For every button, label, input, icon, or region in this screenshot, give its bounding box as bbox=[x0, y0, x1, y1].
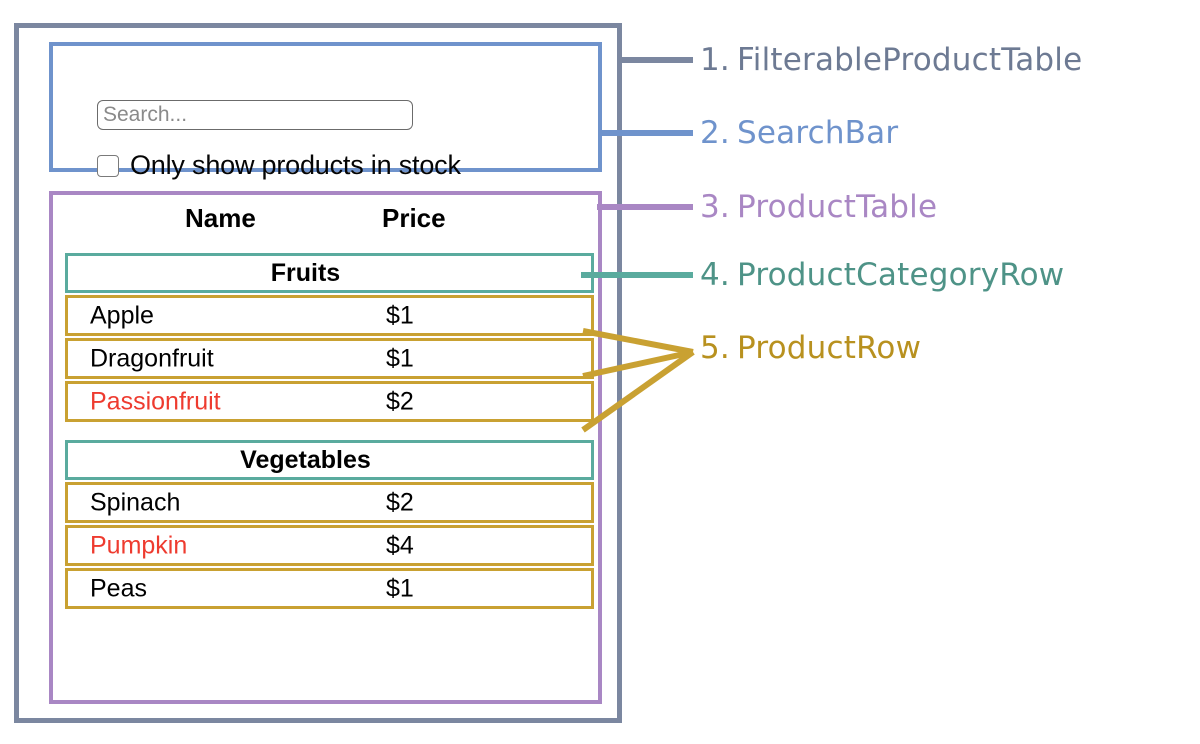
annotation-4: 4.ProductCategoryRow bbox=[700, 257, 1064, 293]
product-row-name: Pumpkin bbox=[90, 531, 188, 559]
annotation-5-number: 5. bbox=[700, 330, 730, 366]
annotation-2-label: SearchBar bbox=[736, 115, 899, 151]
product-row-name: Apple bbox=[90, 301, 154, 329]
product-row-name: Peas bbox=[90, 574, 147, 602]
product-row: Peas $1 bbox=[65, 568, 594, 609]
annotation-1-label: FilterableProductTable bbox=[736, 42, 1083, 78]
annotation-1: 1.FilterableProductTable bbox=[700, 42, 1082, 78]
annotation-5-label: ProductRow bbox=[736, 330, 922, 366]
annotation-5: 5.ProductRow bbox=[700, 330, 921, 366]
product-row-name: Passionfruit bbox=[90, 387, 221, 415]
product-row: Dragonfruit $1 bbox=[65, 338, 594, 379]
annotation-3-label: ProductTable bbox=[736, 189, 938, 225]
annotation-4-label: ProductCategoryRow bbox=[736, 257, 1065, 293]
product-category-row-label: Vegetables bbox=[240, 445, 371, 474]
product-row-name: Dragonfruit bbox=[90, 344, 214, 372]
product-table-header: Name Price bbox=[53, 203, 598, 243]
product-category-row: Vegetables bbox=[65, 440, 594, 480]
annotation-2: 2.SearchBar bbox=[700, 115, 898, 151]
product-row-price: $1 bbox=[386, 344, 414, 372]
product-row: Apple $1 bbox=[65, 295, 594, 336]
stock-filter-checkbox[interactable] bbox=[97, 154, 119, 177]
product-row-price: $4 bbox=[386, 531, 414, 559]
product-row: Spinach $2 bbox=[65, 482, 594, 523]
annotation-2-number: 2. bbox=[700, 115, 730, 151]
product-row-price: $1 bbox=[386, 301, 414, 329]
annotation-1-number: 1. bbox=[700, 42, 730, 78]
product-row-price: $2 bbox=[386, 488, 414, 516]
search-bar: Only show products in stock bbox=[49, 42, 602, 180]
category-group-vegetables: Vegetables Spinach $2 Pumpkin $4 Peas $1 bbox=[65, 440, 594, 609]
product-category-row-label: Fruits bbox=[270, 258, 341, 287]
annotation-3: 3.ProductTable bbox=[700, 189, 937, 225]
annotation-3-number: 3. bbox=[700, 189, 730, 225]
annotation-4-number: 4. bbox=[700, 257, 730, 293]
product-row-price: $2 bbox=[386, 387, 414, 415]
product-row-name: Spinach bbox=[90, 488, 181, 516]
product-row-price: $1 bbox=[386, 574, 414, 602]
search-input[interactable] bbox=[97, 100, 413, 130]
product-rows-area: Fruits Apple $1 Dragonfruit $1 Passionfr… bbox=[65, 253, 594, 609]
product-row: Pumpkin $4 bbox=[65, 525, 594, 566]
column-header-price: Price bbox=[382, 203, 446, 233]
product-row: Passionfruit $2 bbox=[65, 381, 594, 422]
filterable-product-table: Only show products in stock Name Price F… bbox=[14, 23, 622, 723]
column-header-name: Name bbox=[185, 203, 256, 233]
category-group-fruits: Fruits Apple $1 Dragonfruit $1 Passionfr… bbox=[65, 253, 594, 422]
stock-filter-row[interactable]: Only show products in stock bbox=[97, 150, 461, 181]
stock-filter-label: Only show products in stock bbox=[130, 150, 461, 180]
product-table: Name Price Fruits Apple $1 Dragonfruit $… bbox=[49, 191, 602, 704]
product-category-row: Fruits bbox=[65, 253, 594, 293]
